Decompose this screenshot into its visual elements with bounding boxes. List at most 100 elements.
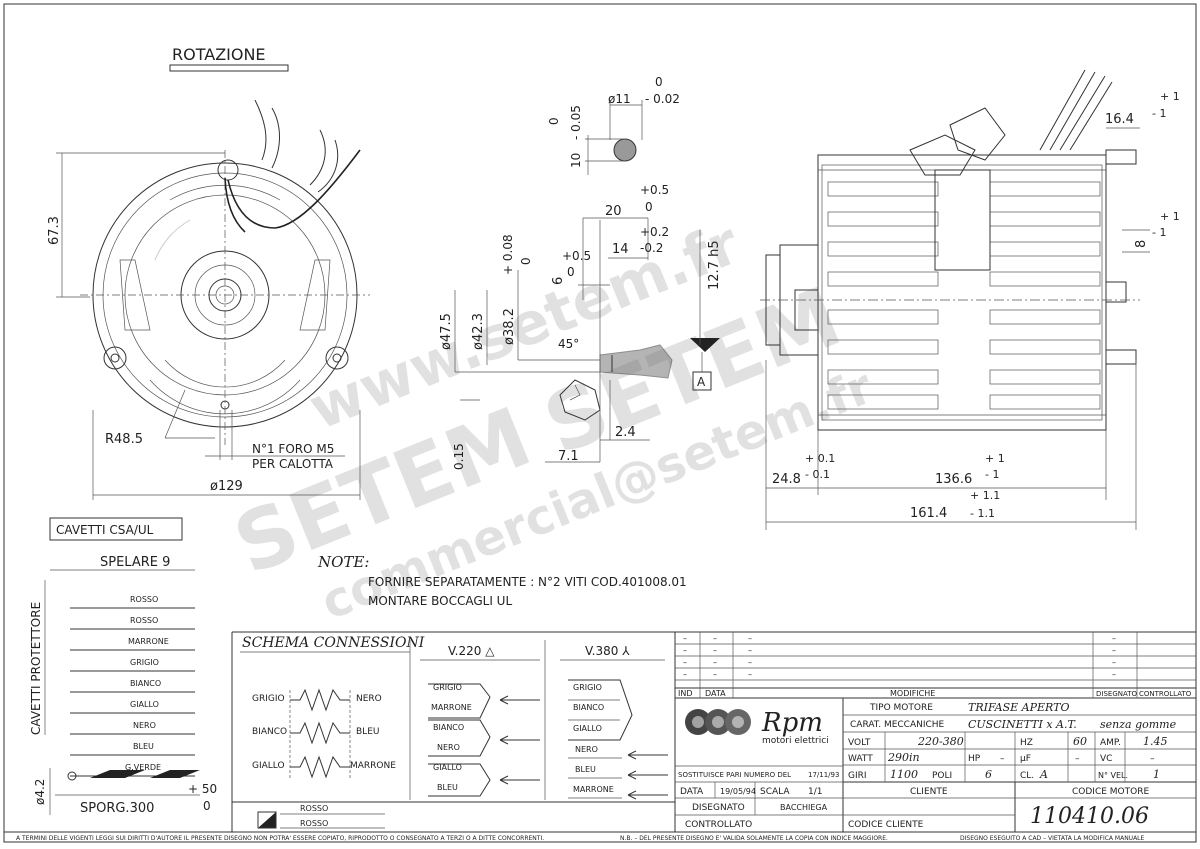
spec-poli-value: 6	[985, 768, 992, 781]
spec-cl-value: A	[1039, 768, 1048, 781]
dim-136-6: 136.6	[935, 472, 972, 487]
rev-dash: –	[683, 670, 687, 679]
tb-disegnato-label: DISEGNATO	[692, 803, 745, 813]
dim-16-4-tol-up: + 1	[1160, 90, 1180, 103]
wire-label: GRIGIO	[130, 658, 159, 667]
dim-height-front: 67.3	[47, 216, 62, 245]
rev-header-modifiche: MODIFICHE	[890, 689, 935, 698]
spec-uf-value: –	[1075, 754, 1080, 764]
protector-label: ROSSO	[300, 804, 328, 813]
notes-title: NOTE:	[317, 553, 369, 571]
dim-20-tol-up: +0.5	[640, 183, 669, 197]
title-block: SOSTITUISCE PARI NUMERO DEL 17/11/93 DAT…	[675, 765, 1196, 832]
rev-header-data: DATA	[705, 689, 726, 698]
footer-right: DISEGNO ESEGUITO A CAD – VIETATA LA MODI…	[960, 835, 1145, 842]
rev-dash: –	[1112, 658, 1116, 667]
specs-table: TIPO MOTORE TRIFASE APERTO CARAT. MECCAN…	[843, 701, 1196, 783]
spec-giri-label: GIRI	[848, 771, 867, 781]
tb-scala-label: SCALA	[760, 787, 790, 797]
dim-24-8-tol-up: + 0.1	[805, 452, 835, 465]
winding-left: GIALLO	[252, 761, 285, 771]
wire-label: BLEU	[133, 742, 154, 751]
shaft-detail: ø11 - 0.02 0 10 - 0.05 0	[547, 75, 680, 175]
front-view: 67.3 R48.5 ø129 N°1 FORO M5 PER CALOTTA	[47, 99, 370, 500]
section-detail: 20 +0.5 0 14 +0.2 -0.2 6 +0.5 0 12.7 h5 …	[439, 183, 722, 470]
rev-header-controllato: CONTROLLATO	[1139, 690, 1192, 698]
wire-label: GIALLO	[130, 700, 159, 709]
rev-dash: –	[748, 658, 752, 667]
tb-codice-motore-label: CODICE MOTORE	[1072, 787, 1149, 797]
tb-sost-date: 17/11/93	[808, 771, 839, 779]
footer: A TERMINI DELLE VIGENTI LEGGI SUI DIRITT…	[16, 835, 1145, 842]
rev-header-ind: IND	[678, 689, 693, 698]
dim-161-4: 161.4	[910, 506, 947, 521]
revisions-table: – – – – – – – – – – – – – – – – IND DATA…	[675, 632, 1196, 699]
v220-label: GRIGIO	[433, 683, 462, 692]
spec-hz-label: HZ	[1020, 738, 1033, 748]
spec-uf-label: µF	[1020, 754, 1031, 764]
winding-right: MARRONE	[350, 761, 396, 771]
dim-d38-tol-low: 0	[519, 257, 533, 265]
dim-6-tol-up: +0.5	[562, 249, 591, 263]
dim-161-4-tol-up: + 1.1	[970, 489, 1000, 502]
shaft-dia: ø11	[608, 92, 631, 106]
protector-label: ROSSO	[300, 819, 328, 828]
schema-title: SCHEMA CONNESSIONI	[242, 635, 425, 651]
shaft-flat-tol-low: - 0.05	[569, 105, 583, 140]
company-logo: Rpm motori elettrici	[685, 698, 844, 832]
cables-block: CAVETTI CSA/UL SPELARE 9 CAVETTI PROTETT…	[29, 517, 217, 816]
side-view: 16.4 + 1 - 1 8 + 1 - 1 24.8 + 0.1 - 0.1 …	[760, 69, 1180, 530]
rev-dash: –	[1112, 646, 1116, 655]
notes-line-1: FORNIRE SEPARATAMENTE : N°2 VITI COD.401…	[368, 575, 687, 589]
cables-sporg-tol-up: + 50	[188, 782, 217, 796]
dim-8: 8	[1134, 240, 1149, 248]
dim-6-tol-low: 0	[567, 265, 575, 279]
v220-label: NERO	[437, 743, 460, 752]
tb-controllato-label: CONTROLLATO	[685, 820, 752, 830]
dim-14-tol-low: -0.2	[640, 241, 663, 255]
dim-136-6-tol-low: - 1	[985, 468, 999, 481]
spec-tipo-value: TRIFASE APERTO	[968, 701, 1069, 714]
notes: NOTE: FORNIRE SEPARATAMENTE : N°2 VITI C…	[317, 553, 687, 608]
note-hole-2: PER CALOTTA	[252, 457, 334, 471]
v380-label: BLEU	[575, 765, 596, 774]
shaft-flat: 10	[569, 153, 583, 168]
footer-left: A TERMINI DELLE VIGENTI LEGGI SUI DIRITT…	[16, 835, 544, 842]
v220-title: V.220 △	[448, 644, 495, 658]
dim-0-15: 0.15	[452, 443, 466, 470]
spec-poli-label: POLI	[932, 771, 952, 781]
tb-codice-cliente-label: CODICE CLIENTE	[848, 820, 924, 830]
v380-label: BIANCO	[573, 703, 604, 712]
side-fins	[827, 181, 1101, 410]
dim-8-tol-low: - 1	[1152, 226, 1166, 239]
spec-watt-label: WATT	[848, 754, 873, 764]
tb-sost-label: SOSTITUISCE PARI NUMERO DEL	[678, 771, 791, 779]
dim-24-8-tol-low: - 0.1	[805, 468, 830, 481]
cables-strip: SPELARE 9	[100, 555, 170, 570]
spec-carat-value: CUSCINETTI x A.T.	[968, 718, 1077, 731]
cables-sporg-tol-low: 0	[203, 799, 211, 813]
spec-giri-value: 1100	[890, 768, 918, 781]
rev-dash: –	[748, 670, 752, 679]
logo-brand: Rpm	[761, 708, 823, 738]
dim-2-4: 2.4	[615, 425, 636, 440]
winding-left: BIANCO	[252, 727, 287, 737]
rotation-underline	[169, 64, 289, 72]
connection-schema: SCHEMA CONNESSIONI GRIGIO BIANCO GIALLO …	[240, 635, 668, 829]
dim-24-8: 24.8	[772, 472, 801, 487]
wire-label: BIANCO	[130, 679, 161, 688]
cables-sporg: SPORG.300	[80, 801, 154, 816]
logo-sub: motori elettrici	[762, 736, 829, 746]
sheet-border	[3, 3, 1197, 843]
datum-a: A	[697, 375, 706, 389]
rev-dash: –	[683, 658, 687, 667]
tb-codice-motore-value: 110410.06	[1030, 804, 1149, 829]
shaft-dia-tol-up: 0	[655, 75, 663, 89]
wire-label: NERO	[133, 721, 156, 730]
rev-dash: –	[683, 646, 687, 655]
tb-cliente-label: CLIENTE	[910, 787, 948, 797]
tb-data-label: DATA	[680, 787, 704, 797]
winding-right: BLEU	[356, 727, 379, 737]
spec-vc-label: VC	[1100, 754, 1112, 764]
